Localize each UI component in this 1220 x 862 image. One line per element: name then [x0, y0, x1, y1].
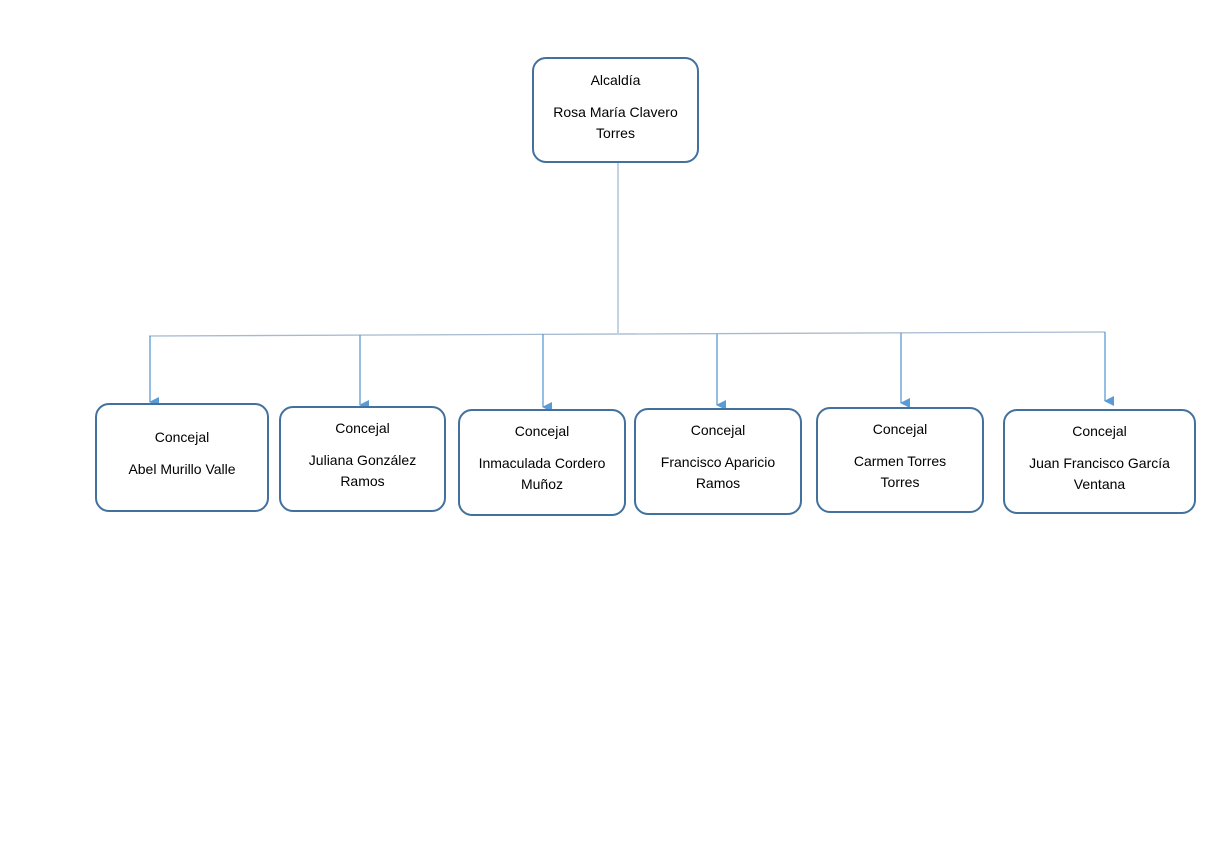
councillor-role: Concejal: [872, 421, 928, 437]
councillor-role: Concejal: [1072, 423, 1127, 439]
councillor-box-4: Concejal Francisco Aparicio Ramos: [634, 408, 802, 515]
councillor-name-line-1: Inmaculada Cordero: [478, 455, 606, 471]
councillor-name-line-1: Abel Murillo Valle: [128, 461, 236, 477]
mayor-role: Alcaldía: [590, 72, 641, 88]
councillor-role: Concejal: [690, 422, 746, 438]
councillor-name-line-1: Juliana González: [308, 452, 417, 468]
councillor-name: Juliana González Ramos: [281, 450, 444, 492]
councillor-name-line-2: Ramos: [695, 475, 741, 491]
councillor-name: Inmaculada Cordero Muñoz: [460, 453, 624, 495]
councillor-box-1: Concejal Abel Murillo Valle: [95, 403, 269, 512]
branch-connector: [148, 331, 1106, 337]
councillor-name-line-2: Torres: [880, 474, 920, 490]
mayor-name: Rosa María Clavero Torres: [534, 102, 697, 144]
mayor-name-line-2: Torres: [596, 125, 635, 141]
councillor-name: Francisco Aparicio Ramos: [636, 452, 800, 494]
councillor-name: Abel Murillo Valle: [97, 459, 267, 480]
mayor-box: Alcaldía Rosa María Clavero Torres: [532, 57, 699, 163]
councillor-role: Concejal: [335, 420, 390, 436]
councillor-name-line-2: Ramos: [340, 473, 385, 489]
councillor-name-line-1: Francisco Aparicio: [660, 454, 776, 470]
councillor-name: Juan Francisco García Ventana: [1005, 453, 1194, 495]
councillor-box-3: Concejal Inmaculada Cordero Muñoz: [458, 409, 626, 516]
councillor-box-5: Concejal Carmen Torres Torres: [816, 407, 984, 513]
councillor-role: Concejal: [154, 429, 210, 445]
councillor-name-line-1: Carmen Torres: [853, 453, 947, 469]
councillor-box-2: Concejal Juliana González Ramos: [279, 406, 446, 512]
councillor-box-6: Concejal Juan Francisco García Ventana: [1003, 409, 1196, 514]
councillor-name: Carmen Torres Torres: [818, 451, 982, 493]
councillor-role: Concejal: [514, 423, 570, 439]
councillor-name-line-2: Muñoz: [520, 476, 564, 492]
councillor-name-line-1: Juan Francisco García: [1029, 455, 1170, 471]
mayor-name-line-1: Rosa María Clavero: [553, 104, 678, 120]
councillor-name-line-2: Ventana: [1073, 476, 1126, 492]
